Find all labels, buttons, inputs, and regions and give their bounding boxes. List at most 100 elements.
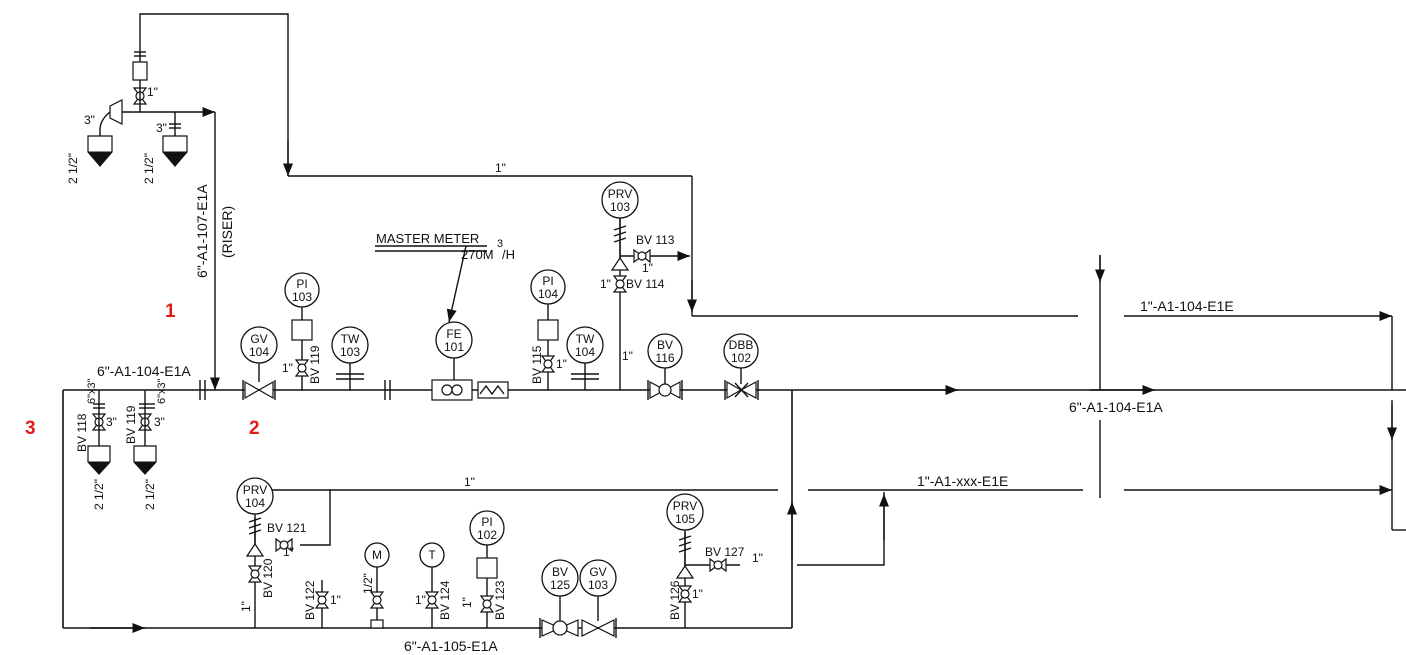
bubble-tag: PRV bbox=[673, 499, 697, 513]
bubble-tag: PRV bbox=[243, 483, 267, 497]
bubble-circle bbox=[284, 272, 320, 308]
bv123-label: BV 123 bbox=[493, 580, 507, 620]
bv119-label: BV 119 bbox=[308, 345, 322, 384]
bv127-label: BV 127 bbox=[705, 545, 745, 559]
branch-mid-label: 1"-A1-xxx-E1E bbox=[917, 473, 1008, 489]
bv122-valve bbox=[314, 591, 330, 609]
size-1in-top-loop: 1" bbox=[495, 161, 506, 175]
bubble-tag: PI bbox=[542, 274, 553, 288]
size-reducer-a: 6"x3" bbox=[86, 378, 98, 404]
bv119-valve bbox=[294, 359, 310, 377]
bubble-tag: PRV bbox=[608, 187, 632, 201]
size-bv114: 1" bbox=[600, 277, 611, 291]
branch-top-label: 1"-A1-104-E1E bbox=[1140, 298, 1234, 314]
size-m-valve: 1/2" bbox=[361, 573, 375, 594]
bottom-line-label: 6"-A1-105-E1A bbox=[404, 638, 498, 654]
size-bv122: 1" bbox=[330, 593, 341, 607]
bubble-number: 104 bbox=[575, 345, 595, 359]
bv119b-label: BV 119 bbox=[124, 405, 138, 444]
size-top-drain-b: 2 1/2" bbox=[142, 153, 156, 184]
bubble-tag: BV bbox=[552, 565, 568, 579]
flow-element-symbol bbox=[431, 379, 509, 401]
dbb102-valve-symbol bbox=[724, 380, 759, 400]
bv127-valve bbox=[709, 557, 727, 573]
instrument-bubble: T bbox=[419, 542, 445, 568]
bv115-valve bbox=[540, 355, 556, 373]
gauge-boxes bbox=[291, 319, 559, 579]
bubble-circle bbox=[469, 510, 505, 546]
gv104-valve-symbol bbox=[242, 380, 276, 400]
size-bv126: 1" bbox=[692, 587, 703, 601]
bubble-circle bbox=[666, 493, 704, 531]
bv123-valve bbox=[479, 595, 495, 613]
bubble-circle bbox=[419, 542, 445, 568]
m-valve bbox=[369, 591, 385, 629]
bubble-number: 103 bbox=[292, 290, 312, 304]
size-bv113: 1" bbox=[642, 261, 653, 275]
size-bv124: 1" bbox=[415, 593, 426, 607]
main-right-label: 6"-A1-104-E1A bbox=[1069, 399, 1163, 415]
size-prv103-line: 1" bbox=[622, 349, 633, 363]
bubble-tag: PI bbox=[481, 515, 492, 529]
bv120-label: BV 120 bbox=[261, 558, 275, 598]
master-meter-title: MASTER METER bbox=[376, 231, 479, 246]
bubble-tag: T bbox=[428, 548, 436, 562]
bubble-number: 105 bbox=[675, 512, 695, 526]
bubble-circle bbox=[435, 321, 473, 359]
bubble-number: 102 bbox=[731, 351, 751, 365]
bubble-number: 116 bbox=[655, 351, 674, 365]
bubble-circle bbox=[579, 559, 617, 597]
size-reducer-b: 6"x3" bbox=[156, 378, 168, 404]
bv115-label: BV 115 bbox=[530, 345, 544, 384]
bubble-tag: GV bbox=[250, 332, 267, 346]
meter-labels: MASTER METER 270M 3 /H bbox=[376, 231, 515, 262]
gv103-valve-symbol bbox=[581, 618, 617, 638]
bubble-circle bbox=[331, 326, 369, 364]
master-meter-leader bbox=[375, 245, 487, 323]
bubble-tag: FE bbox=[446, 327, 461, 341]
bv125-valve-symbol bbox=[539, 618, 579, 638]
valve-tag-labels: BV 113 BV 114 BV 115 BV 119 BV 118 BV 11… bbox=[75, 233, 745, 620]
size-drain-a: 2 1/2" bbox=[92, 479, 106, 510]
bypass-loop bbox=[62, 390, 798, 634]
bubble-circle bbox=[530, 269, 566, 305]
size-prv104-line: 1" bbox=[239, 601, 253, 612]
size-top-valve: 1" bbox=[147, 85, 158, 99]
bubble-number: 103 bbox=[340, 345, 360, 359]
size-bv121: 1" bbox=[283, 545, 294, 559]
flange-riser bbox=[199, 380, 206, 400]
prv-springs bbox=[248, 218, 692, 566]
bv113-valve bbox=[633, 248, 651, 264]
size-bv127: 1" bbox=[752, 551, 763, 565]
bubble-tag: M bbox=[372, 548, 382, 562]
size-top-3in-b: 3" bbox=[156, 121, 167, 135]
bubble-circle bbox=[647, 333, 683, 369]
bv118-label: BV 118 bbox=[75, 413, 89, 452]
bubble-number: 103 bbox=[610, 200, 630, 214]
bubble-circle bbox=[236, 477, 274, 515]
bubble-tag: GV bbox=[589, 565, 606, 579]
bubble-number: 103 bbox=[588, 578, 608, 592]
bubble-circle bbox=[240, 326, 278, 364]
size-labels: 1" 3" 3" 2 1/2" 2 1/2" 1" 1" 1" 1" 1" 1"… bbox=[66, 85, 763, 612]
size-bv123: 1" bbox=[460, 597, 474, 608]
top-drain-bodies bbox=[87, 51, 188, 167]
flange-fe bbox=[384, 380, 391, 400]
instrument-bubble: M bbox=[364, 542, 390, 568]
bubble-circle bbox=[723, 333, 759, 369]
bubble-number: 101 bbox=[444, 340, 464, 354]
bv121-label: BV 121 bbox=[267, 521, 307, 535]
riser-line-label: 6"-A1-107-E1A bbox=[194, 184, 210, 278]
bv126-valve bbox=[675, 564, 695, 603]
size-3in-b: 3" bbox=[154, 415, 165, 429]
branch-1in-mid bbox=[797, 400, 1406, 566]
